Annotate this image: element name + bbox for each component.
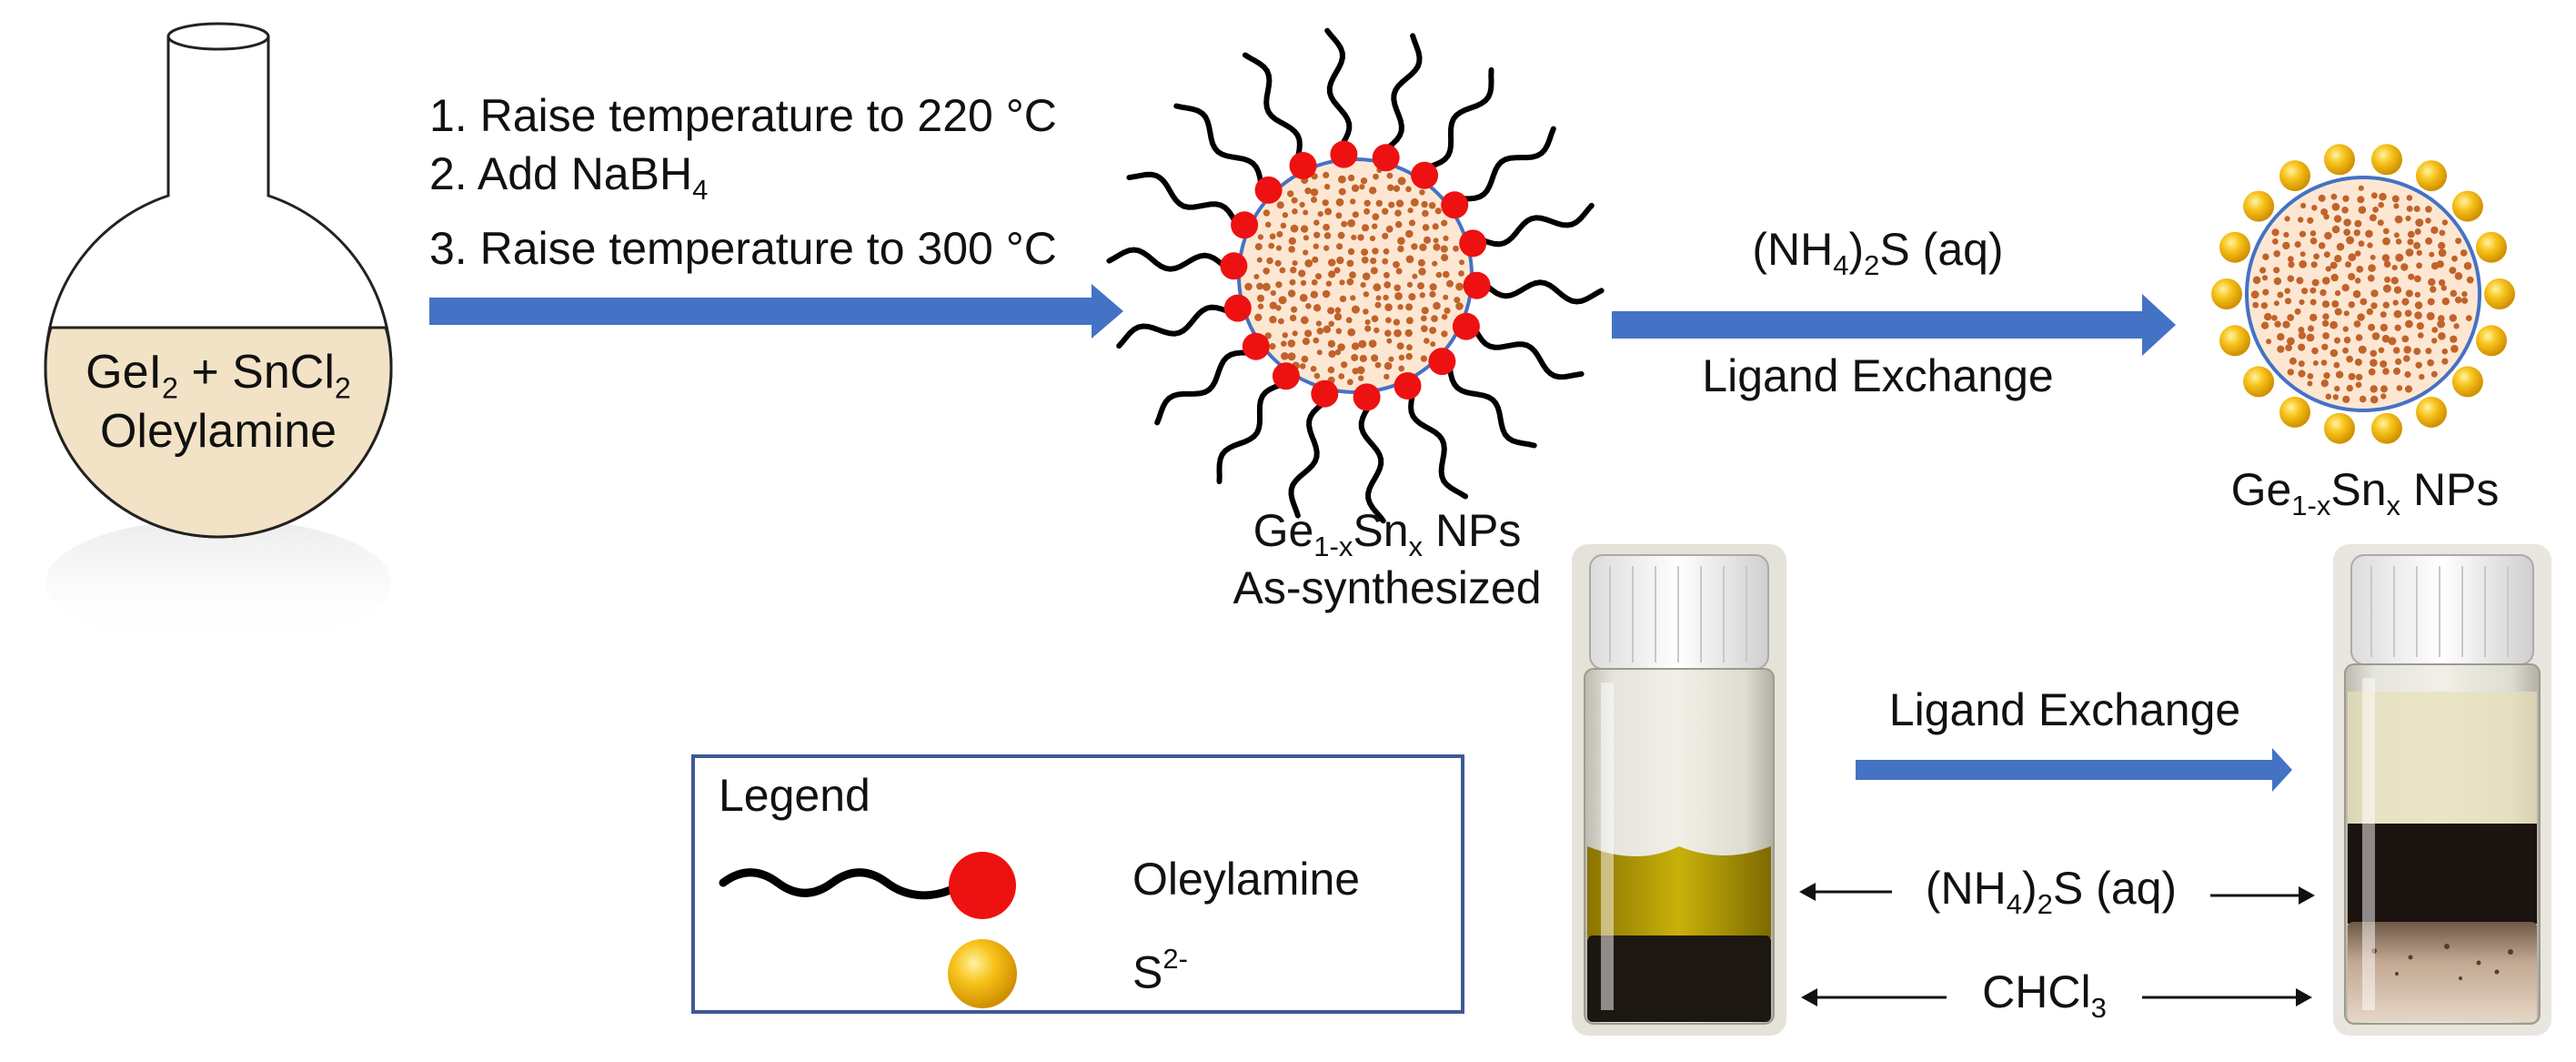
flask-liquid xyxy=(44,326,393,539)
arrow-synthesis xyxy=(429,284,1123,339)
oleylamine-tails xyxy=(1106,27,1605,524)
np-synth-label: Ge1-xSnx NPs As-synthesized xyxy=(1233,505,1542,614)
round-bottom-flask xyxy=(44,22,393,646)
sulfide-ion-icon xyxy=(948,939,1017,1008)
exchange-label: Ligand Exchange xyxy=(1702,350,2054,401)
vial-exchange-label: Ligand Exchange xyxy=(1888,684,2241,735)
legend-label-oleylamine: Oleylamine xyxy=(1132,854,1361,905)
aqueous-phase-label: (NH4)2S (aq) xyxy=(1925,863,2178,920)
step-2: 2. Add NaBH4 xyxy=(429,148,709,206)
vial-after-exchange xyxy=(2333,544,2551,1036)
np-exchanged-label: Ge1-xSnx NPs xyxy=(2230,464,2500,521)
np-core-dots xyxy=(2250,185,2474,404)
organic-phase-label: CHCl3 xyxy=(1982,966,2107,1024)
exchanged-nanoparticle xyxy=(2211,144,2515,444)
arrow-vial-exchange xyxy=(1856,748,2292,792)
oleylamine-heads xyxy=(1220,140,1491,411)
arrow-ligand-exchange xyxy=(1612,294,2176,356)
np-core-dots xyxy=(1244,167,1464,386)
flask-reagents: GeI2 + SnCl2 Oleylamine xyxy=(86,346,351,459)
oleylamine-ligand-icon xyxy=(719,852,1016,919)
sulfide-ligands xyxy=(2211,144,2515,444)
aqueous-phase-indicator xyxy=(1799,883,2315,905)
exchange-reagent: (NH4)2S (aq) xyxy=(1752,224,2004,281)
as-synthesized-nanoparticle xyxy=(1106,27,1605,524)
step-1: 1. Raise temperature to 220 °C xyxy=(429,90,1057,141)
legend-title: Legend xyxy=(719,770,870,821)
step-3: 3. Raise temperature to 300 °C xyxy=(429,222,1057,274)
organic-phase-indicator xyxy=(1801,988,2312,1006)
legend xyxy=(691,754,1464,1014)
legend-label-sulfide: S2- xyxy=(1132,943,1188,998)
synthesis-steps: 1. Raise temperature to 220 °C 2. Add Na… xyxy=(429,86,1057,278)
vial-before-exchange xyxy=(1572,544,1786,1036)
